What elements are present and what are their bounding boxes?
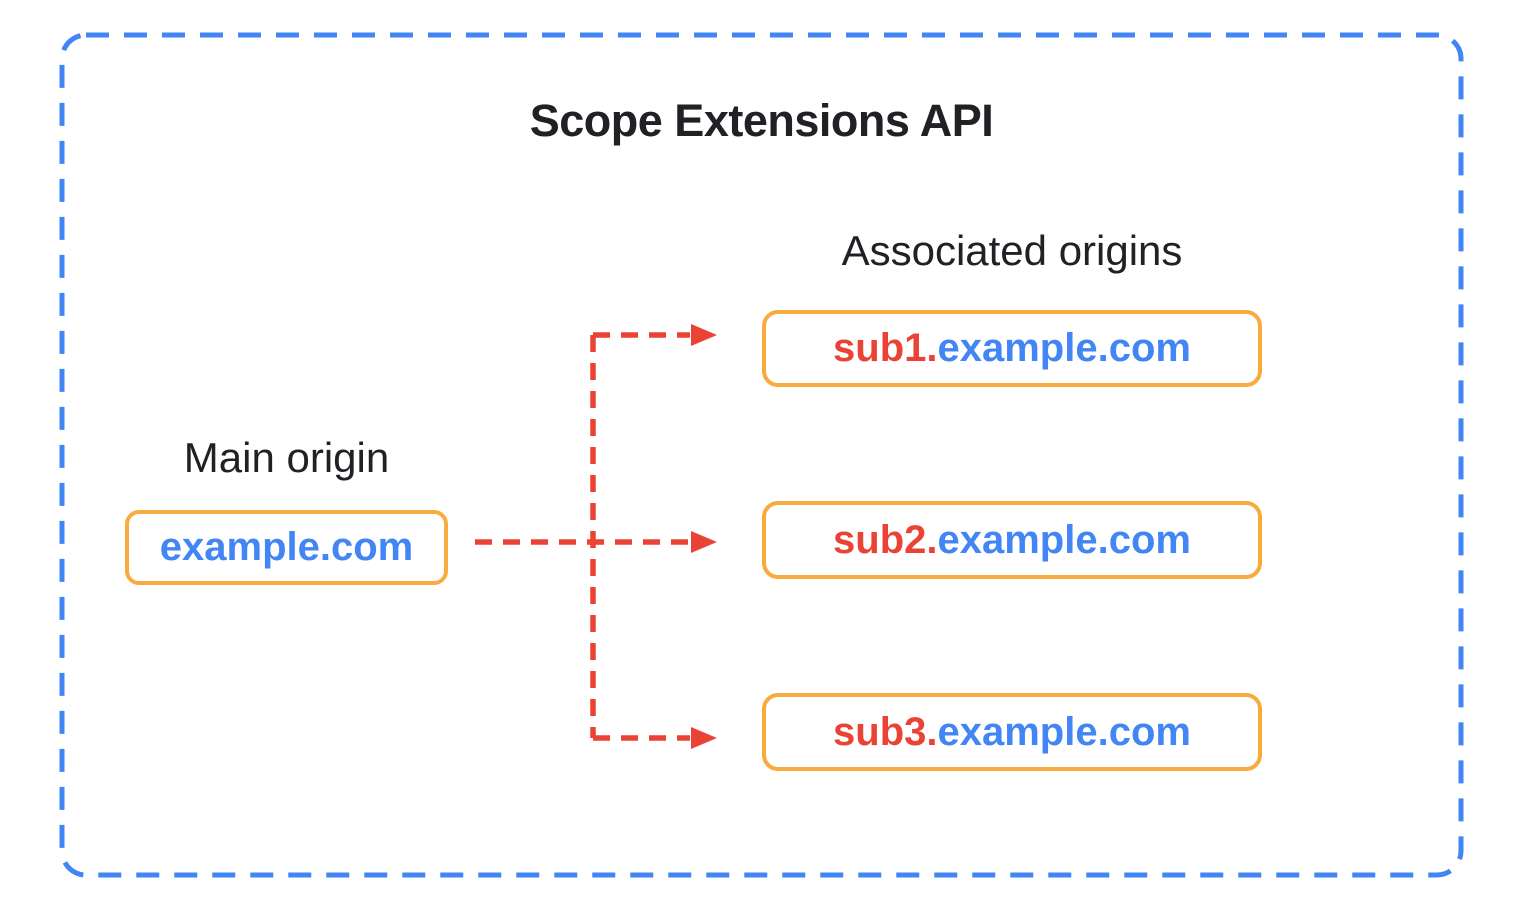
- diagram-title: Scope Extensions API: [529, 95, 994, 146]
- associated-origin-box-1: sub1.example.com: [762, 310, 1262, 387]
- subdomain-prefix: sub3.: [833, 709, 938, 754]
- associated-origin-box-3: sub3.example.com: [762, 693, 1262, 771]
- arrowhead-sub3-icon: [691, 727, 717, 749]
- subdomain-suffix: example.com: [937, 517, 1191, 562]
- main-origin-domain: example.com: [159, 525, 414, 569]
- subdomain-prefix: sub1.: [833, 326, 938, 370]
- arrowhead-sub2-icon: [691, 531, 717, 553]
- arrowhead-sub1-icon: [691, 324, 717, 346]
- subdomain-suffix: example.com: [937, 709, 1191, 754]
- outer-dashed-border: [59, 32, 1464, 878]
- subdomain-suffix: example.com: [937, 326, 1191, 370]
- subdomain-prefix: sub2.: [833, 517, 938, 562]
- associated-origin-box-2: sub2.example.com: [762, 501, 1262, 579]
- main-origin-box: example.com: [125, 510, 448, 585]
- main-origin-label: Main origin: [183, 434, 390, 481]
- associated-origins-label: Associated origins: [841, 227, 1183, 274]
